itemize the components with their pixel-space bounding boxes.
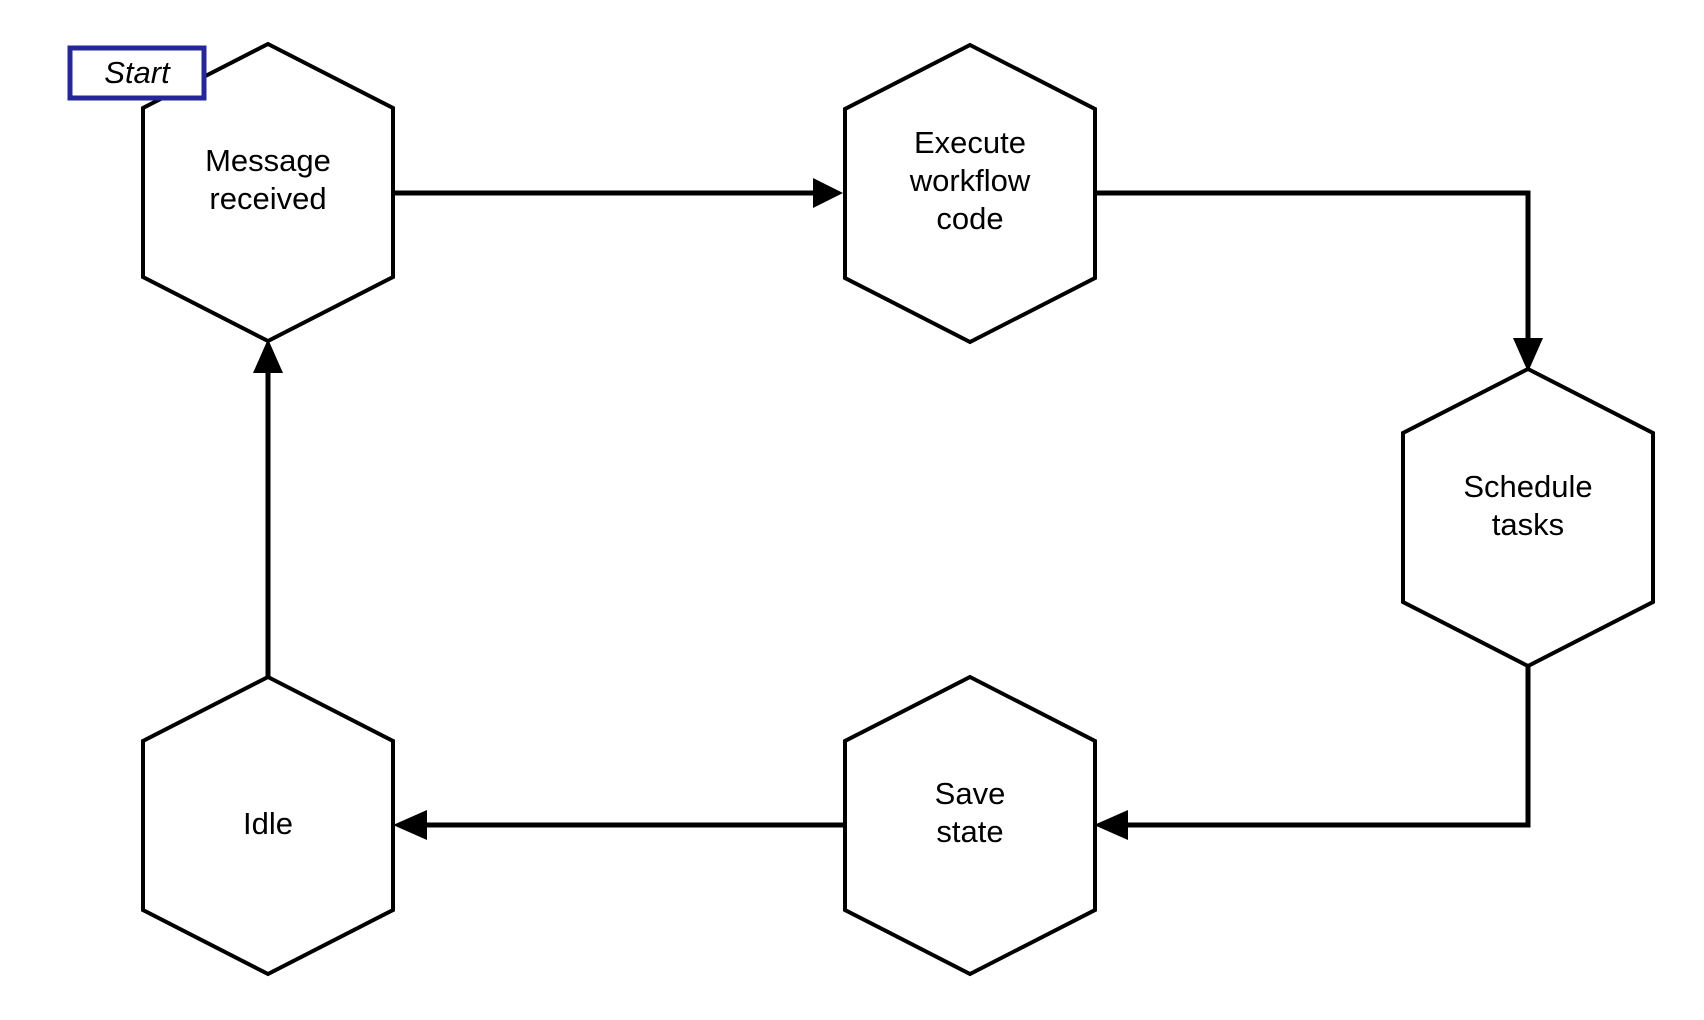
node-idle[interactable]: Idle — [141, 674, 395, 977]
hexagon-shape[interactable] — [141, 674, 395, 977]
node-label-line1: Message — [205, 143, 331, 178]
node-label-line2: state — [936, 814, 1003, 849]
start-marker-label: Start — [104, 55, 171, 90]
edge-message-to-execute — [393, 178, 843, 208]
node-label-line2: received — [209, 181, 326, 216]
hexagon-shape[interactable] — [843, 42, 1097, 345]
node-label-line2: tasks — [1492, 507, 1564, 542]
node-execute-workflow-code[interactable]: Execute workflow code — [843, 42, 1097, 345]
arrow-head-icon — [813, 178, 843, 208]
node-label-line2: workflow — [909, 163, 1031, 198]
edge-line — [1105, 665, 1531, 828]
node-label-line1: Execute — [914, 125, 1026, 160]
node-schedule-tasks[interactable]: Schedule tasks — [1401, 366, 1655, 669]
node-label-line3: code — [936, 201, 1003, 236]
node-label-line1: Schedule — [1463, 469, 1592, 504]
hexagon-shape[interactable] — [843, 674, 1097, 977]
edge-schedule-to-save — [1094, 665, 1531, 840]
start-marker[interactable]: Start — [67, 45, 207, 101]
arrow-head-icon — [1513, 338, 1543, 372]
start-marker-box[interactable] — [67, 45, 207, 101]
node-message-received[interactable]: Message received — [141, 41, 395, 344]
node-label-line1: Save — [935, 776, 1006, 811]
edge-line — [1096, 190, 1531, 362]
node-label-line1: Idle — [243, 806, 293, 841]
edge-idle-to-message — [253, 339, 283, 677]
edge-execute-to-schedule — [1096, 190, 1543, 372]
edge-save-to-idle — [393, 810, 845, 840]
arrow-head-icon — [1094, 810, 1128, 840]
hexagon-shape[interactable] — [141, 41, 395, 344]
arrow-head-icon — [253, 339, 283, 373]
hexagon-shape[interactable] — [1401, 366, 1655, 669]
arrow-head-icon — [393, 810, 427, 840]
node-save-state[interactable]: Save state — [843, 674, 1097, 977]
